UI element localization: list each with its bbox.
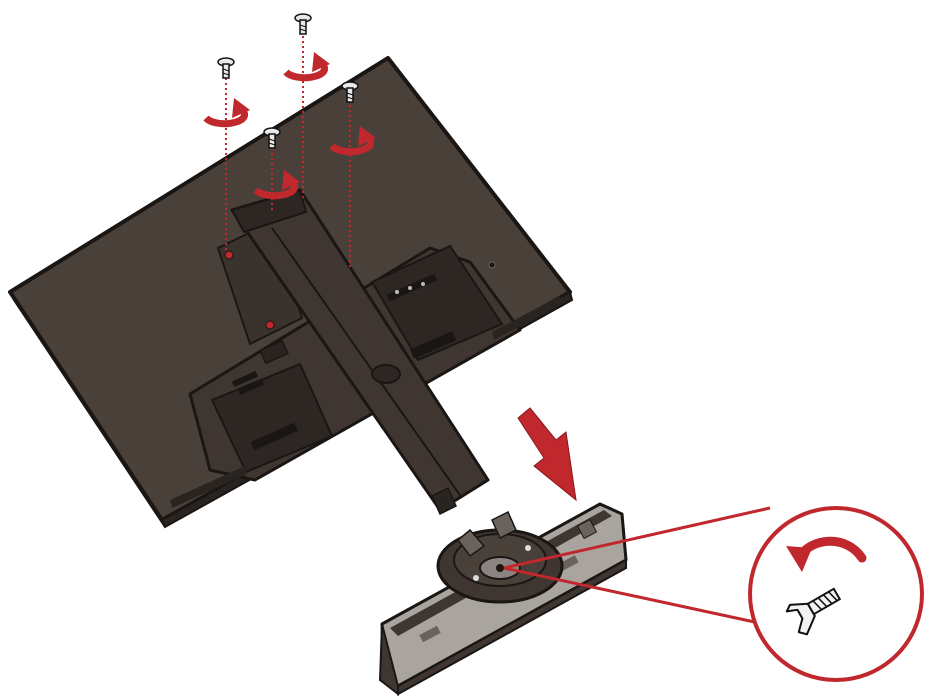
port-slot-1 (409, 331, 457, 359)
callout-line-bottom (503, 566, 765, 626)
zoom-callout (503, 506, 924, 682)
clockwise-rotate-arrow-icon (283, 52, 330, 82)
port-dot-3 (421, 282, 425, 286)
port-dot-2 (408, 286, 412, 290)
stand-neck-center-line (271, 227, 463, 499)
screw-icon (263, 127, 281, 149)
stand-neck-foot (431, 486, 457, 516)
power-port (259, 339, 289, 365)
thumbscrew-icon (785, 587, 842, 636)
clockwise-rotate-arrow-icon (203, 98, 250, 128)
base-bracket-tab-2 (491, 510, 517, 540)
screw-group (203, 13, 376, 270)
cable-hole (371, 364, 401, 384)
base-pivot-dot-2 (473, 575, 479, 581)
speaker-grille-left (170, 466, 247, 508)
port-slot-3 (250, 422, 298, 451)
vesa-hole-bottom-left (265, 320, 275, 330)
base-bracket-tab-1 (456, 528, 486, 558)
stand-base (378, 502, 628, 697)
right-port-recess (370, 244, 504, 362)
base-plate-front-edge (397, 558, 627, 696)
screw-icon (217, 57, 235, 79)
speaker-grille-right (492, 296, 562, 340)
kensington-lock (488, 261, 496, 269)
counterclockwise-rotate-arrow-icon (786, 536, 867, 572)
base-cutout-3 (576, 518, 598, 540)
clockwise-rotate-arrow-icon (253, 170, 300, 200)
vent-slot-1 (231, 370, 259, 388)
clockwise-rotate-arrow-icon (329, 126, 376, 156)
callout-line-top (503, 506, 771, 570)
vesa-hole-top-left (224, 250, 234, 260)
screw-icon (294, 13, 312, 35)
screw-icon (341, 81, 359, 103)
port-dot-1 (395, 290, 399, 294)
down-arrow-icon (517, 407, 577, 502)
base-center-screw (496, 564, 504, 572)
vent-slot-2 (237, 378, 265, 396)
base-pivot-dot-1 (525, 545, 531, 551)
base-cutout-1 (419, 625, 441, 643)
